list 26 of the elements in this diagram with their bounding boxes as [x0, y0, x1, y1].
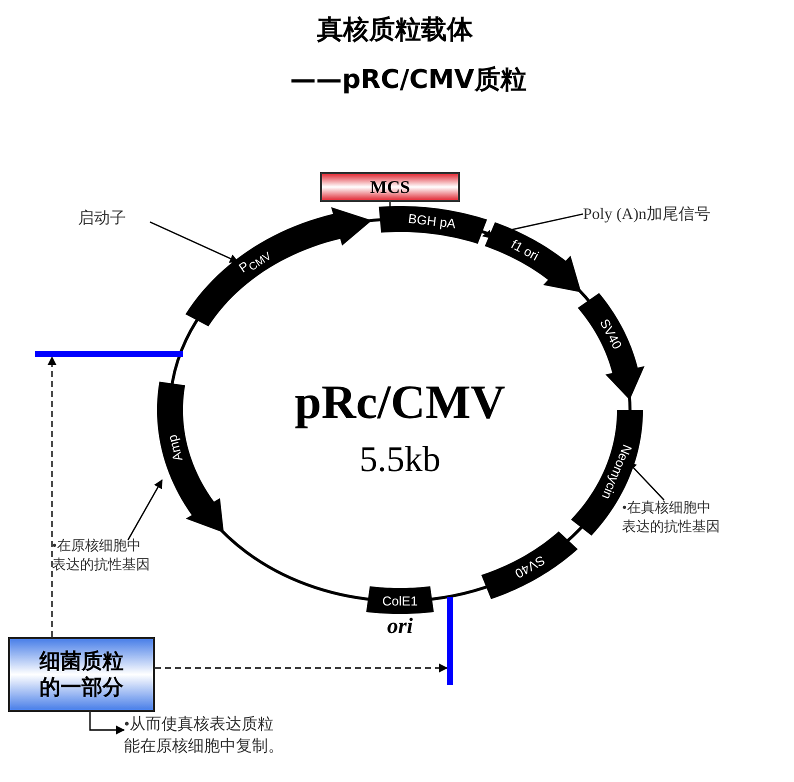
- site-box: MCS: [320, 172, 460, 202]
- subtitle: ——pRC/CMV质粒: [290, 64, 528, 97]
- feature-label: SV40: [513, 554, 548, 581]
- leader-arrow: [127, 479, 163, 540]
- annotation: •在真核细胞中表达的抗性基因: [622, 500, 722, 538]
- marker-bar: [447, 597, 453, 685]
- annotation: Poly (A)n加尾信号: [583, 204, 783, 226]
- feature-label: SV40: [598, 316, 624, 351]
- feature-label: Amp: [165, 434, 184, 463]
- leader-arrow: [482, 213, 584, 239]
- feature-label: ColE1: [382, 594, 418, 608]
- dashed-arrow: [155, 664, 448, 672]
- plasmid-size: 5.5kb: [358, 438, 442, 480]
- feature-label: BGH pA: [408, 212, 456, 230]
- plasmid-name: pRc/CMV: [294, 375, 506, 430]
- note-box: 细菌质粒的一部分: [8, 637, 155, 712]
- marker-bar: [35, 351, 183, 357]
- dashed-arrow: [48, 356, 56, 637]
- leader-arrow: [150, 221, 239, 263]
- feature-label: f1 ori: [509, 237, 542, 262]
- leader-arrow: [89, 712, 125, 734]
- segment-caption: ori: [386, 613, 414, 639]
- annotation: 启动子: [78, 208, 168, 230]
- annotation: •在原核细胞中表达的抗性基因: [52, 538, 152, 576]
- annotation: •从而使真核表达质粒能在原核细胞中复制。: [124, 714, 286, 758]
- title: 真核质粒载体: [316, 14, 474, 47]
